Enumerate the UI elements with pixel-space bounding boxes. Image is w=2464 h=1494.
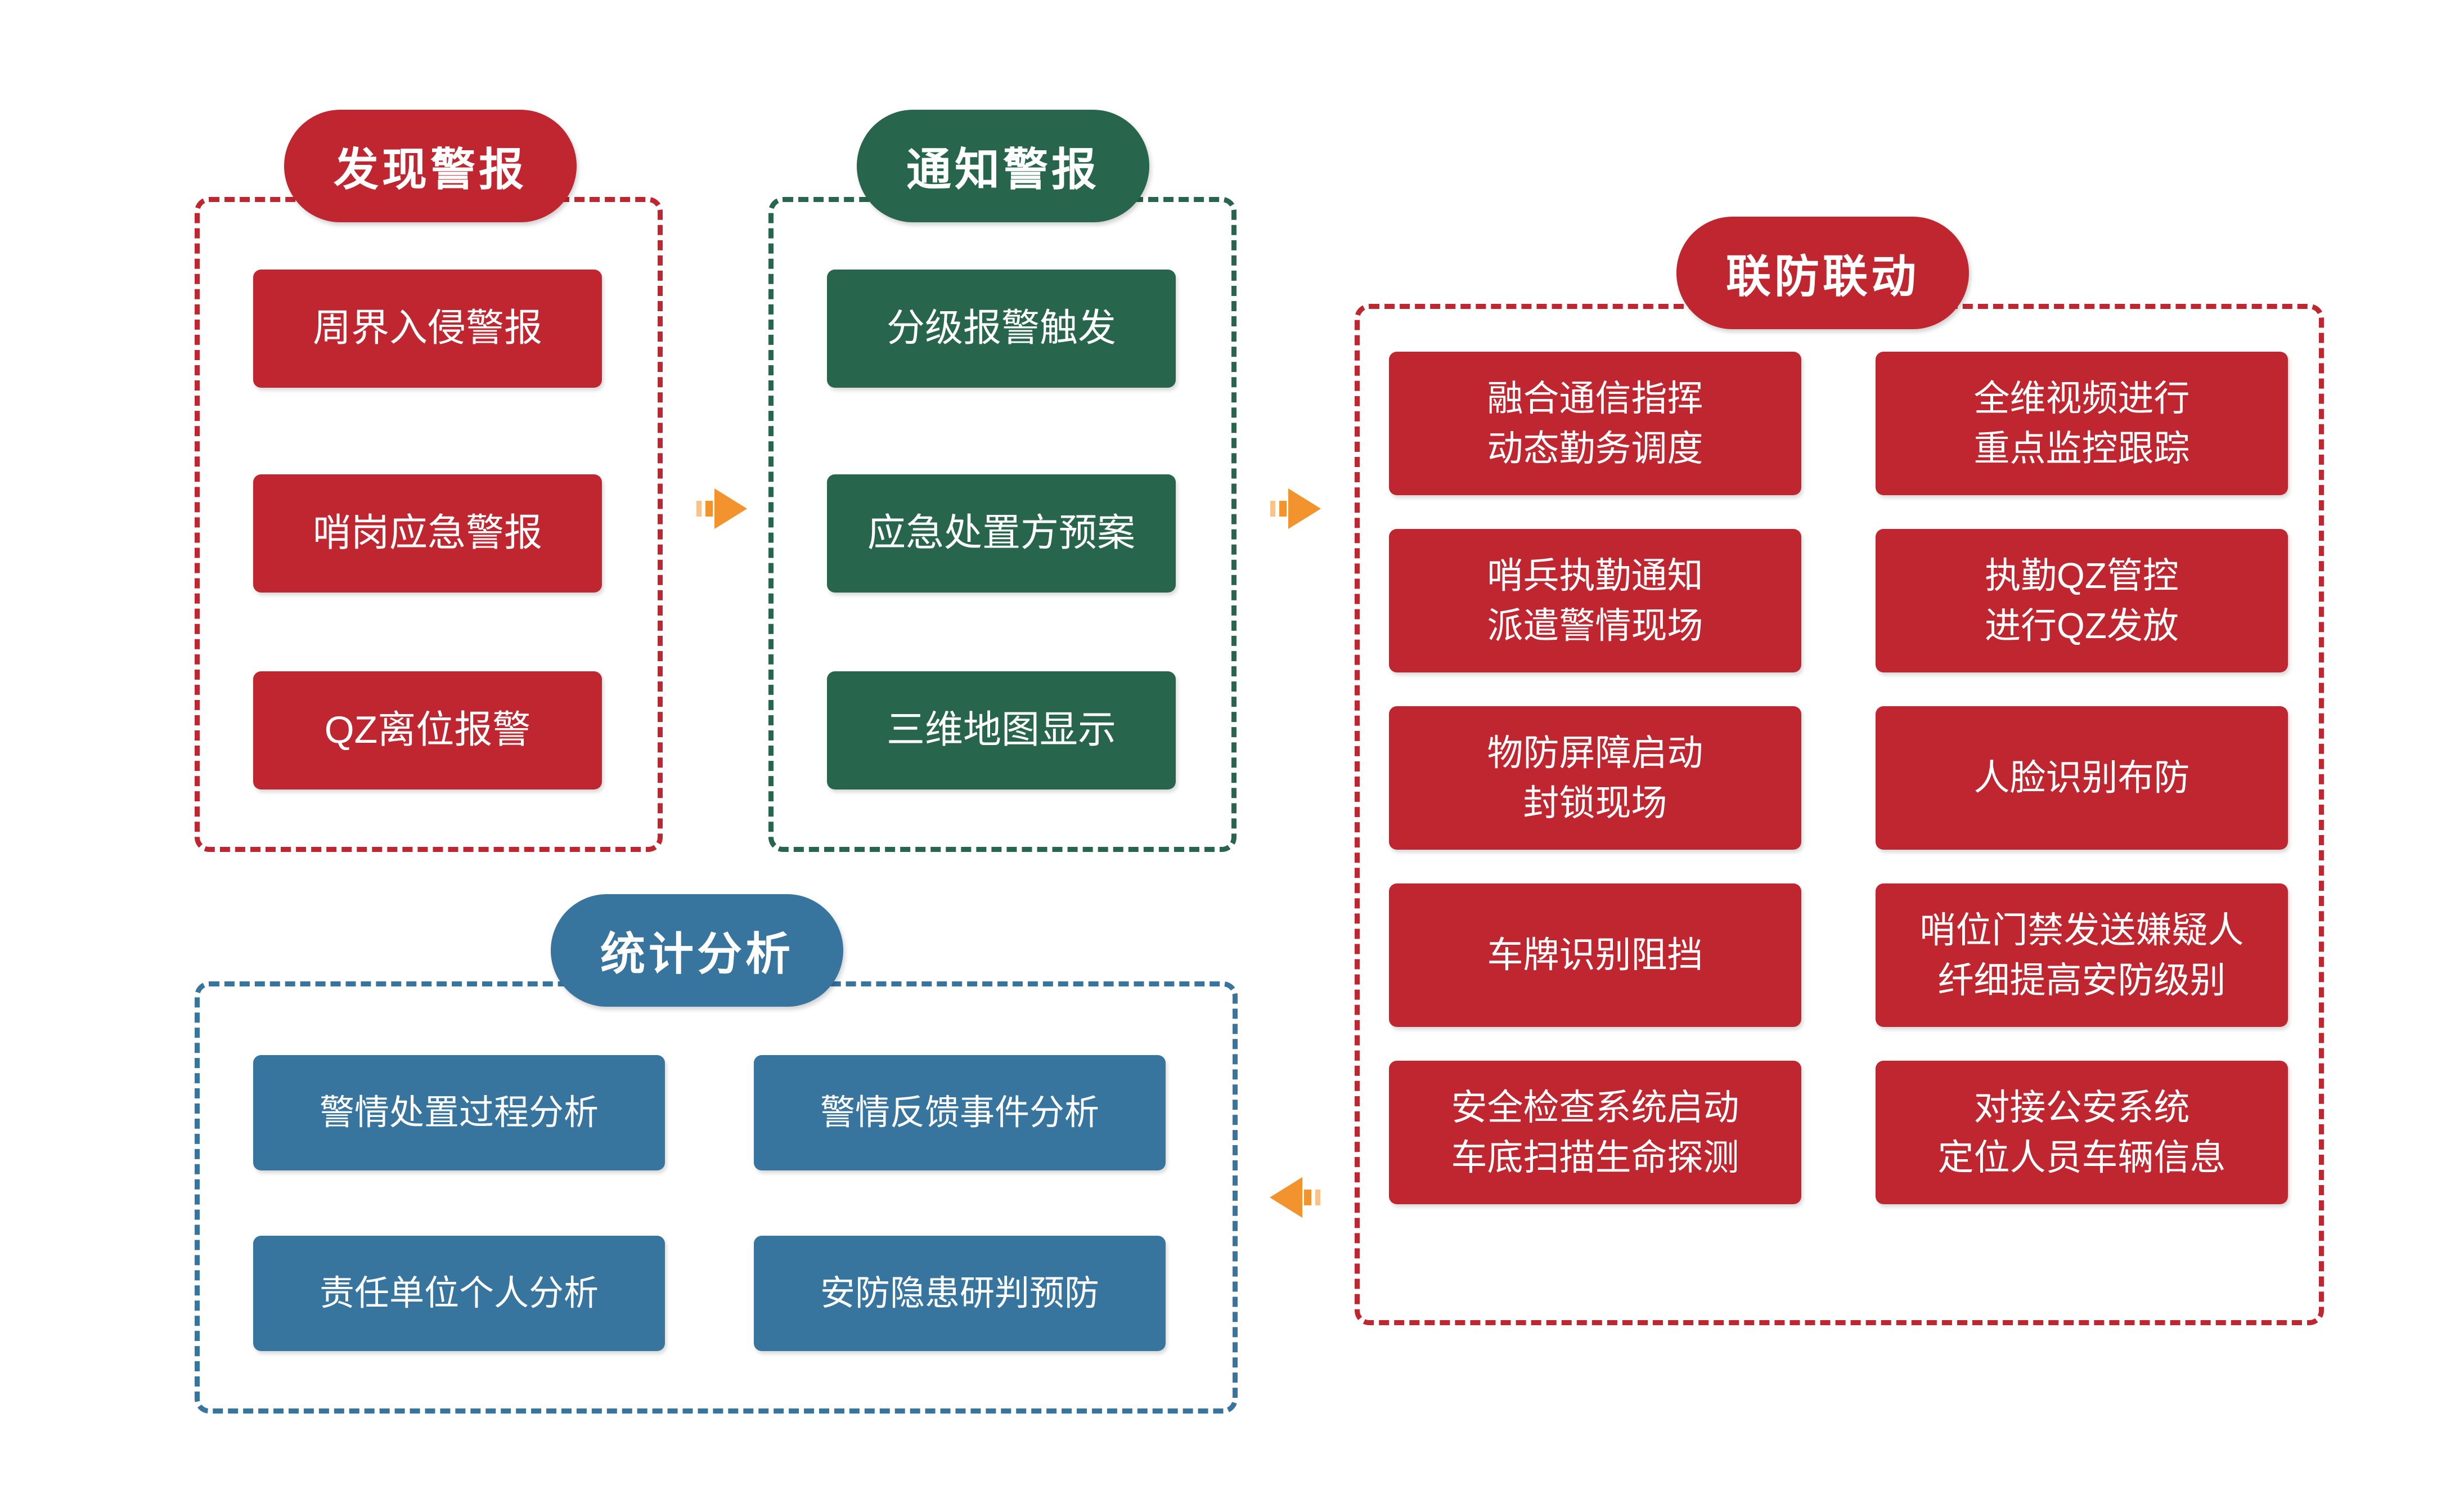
stats-cell-handling-process: 警情处置过程分析: [253, 1055, 665, 1170]
stats-cell-unit-person: 责任单位个人分析: [253, 1236, 665, 1351]
notify-item-graded-alarm: 分级报警触发: [827, 270, 1176, 388]
flow-arrow-right-icon-2: [1270, 488, 1321, 529]
linkage-cell-qz-control: 执勤QZ管控 进行QZ发放: [1876, 529, 2288, 672]
notify-alarm-section-title: 通知警报: [857, 110, 1149, 222]
flow-arrow-left-icon: [1270, 1177, 1320, 1218]
linkage-section-title: 联防联动: [1676, 217, 1969, 329]
linkage-cell-barrier-lockdown: 物防屏障启动 封锁现场: [1389, 706, 1801, 850]
discover-item-qz-offpost: QZ离位报警: [253, 671, 602, 789]
notify-item-emergency-plan: 应急处置方预案: [827, 474, 1176, 593]
discover-item-perimeter-intrusion: 周界入侵警报: [253, 270, 602, 388]
stats-section-title: 统计分析: [551, 894, 843, 1007]
discover-alarm-section-title: 发现警报: [284, 110, 577, 222]
linkage-cell-security-check: 安全检查系统启动 车底扫描生命探测: [1389, 1061, 1801, 1204]
stats-cell-feedback-event: 警情反馈事件分析: [754, 1055, 1166, 1170]
discover-item-sentry-emergency: 哨岗应急警报: [253, 474, 602, 593]
stats-cell-hidden-danger: 安防隐患研判预防: [754, 1236, 1166, 1351]
linkage-cell-access-suspect: 哨位门禁发送嫌疑人 纤细提高安防级别: [1876, 883, 2288, 1027]
linkage-cell-police-system: 对接公安系统 定位人员车辆信息: [1876, 1061, 2288, 1204]
linkage-cell-comm-command: 融合通信指挥 动态勤务调度: [1389, 352, 1801, 495]
linkage-cell-face-recognition: 人脸识别布防: [1876, 706, 2288, 850]
linkage-cell-sentry-dispatch: 哨兵执勤通知 派遣警情现场: [1389, 529, 1801, 672]
linkage-cell-plate-recognition: 车牌识别阻挡: [1389, 883, 1801, 1027]
flow-arrow-right-icon-1: [696, 488, 747, 529]
linkage-cell-video-tracking: 全维视频进行 重点监控跟踪: [1876, 352, 2288, 495]
notify-item-3d-map: 三维地图显示: [827, 671, 1176, 789]
